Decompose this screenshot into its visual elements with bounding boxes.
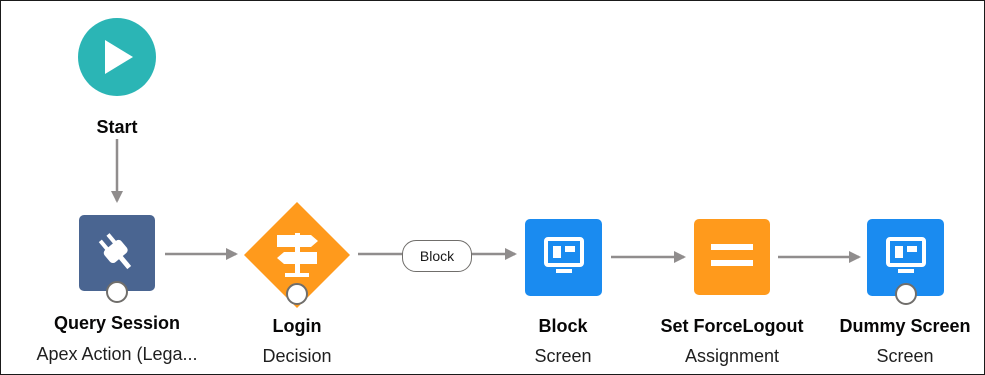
node-handle[interactable] (895, 283, 917, 305)
screen-icon (886, 237, 926, 273)
node-label-query-session: Query Session Apex Action (Lega... (1, 312, 233, 365)
connector-badge[interactable]: Block (402, 240, 472, 272)
signpost-icon (277, 233, 318, 277)
node-title: Dummy Screen (839, 316, 971, 336)
node-label-block: Block Screen (493, 315, 633, 367)
plug-icon (98, 233, 132, 270)
node-label-dummy-screen: Dummy Screen Screen (826, 315, 984, 367)
start-label: Start (96, 117, 138, 137)
node-dummy-screen[interactable] (867, 219, 944, 305)
node-title: Set ForceLogout (660, 316, 804, 336)
node-type: Apex Action (Lega... (36, 344, 198, 364)
start-node[interactable] (78, 18, 156, 96)
node-title: Query Session (53, 313, 181, 333)
node-label-set-forcelogout: Set ForceLogout Assignment (637, 315, 827, 367)
node-query-session[interactable] (79, 215, 155, 303)
node-type: Screen (876, 346, 934, 366)
node-type: Assignment (684, 346, 780, 366)
node-block[interactable] (525, 219, 602, 296)
play-icon (105, 40, 133, 74)
node-login[interactable] (244, 202, 350, 308)
equals-icon (711, 244, 753, 266)
node-handle[interactable] (106, 281, 128, 303)
node-label-login: Login Decision (227, 315, 367, 367)
node-type: Screen (534, 346, 592, 366)
node-title: Block (538, 316, 588, 336)
node-set-forcelogout[interactable] (694, 219, 770, 295)
node-type: Decision (262, 346, 332, 366)
screen-icon (544, 237, 584, 273)
node-title: Login (272, 316, 322, 336)
node-handle[interactable] (286, 283, 308, 305)
